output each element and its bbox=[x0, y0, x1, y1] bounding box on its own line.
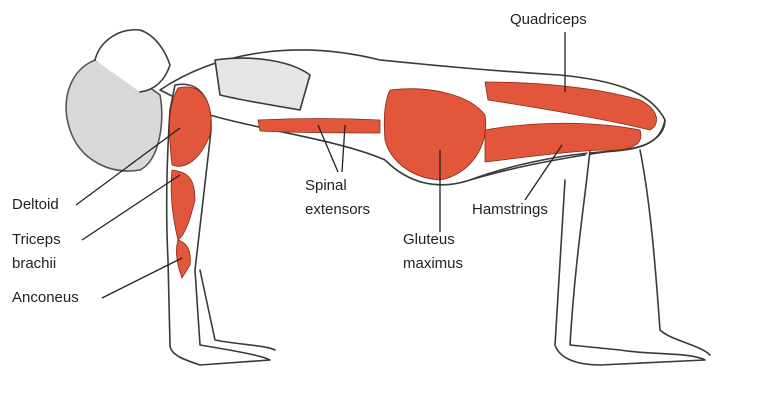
label-quadriceps: Quadriceps bbox=[510, 11, 587, 28]
label-line: Triceps bbox=[12, 231, 61, 248]
thigh bbox=[469, 119, 666, 181]
leader-spinal-1 bbox=[317, 124, 339, 173]
label-line: Gluteus bbox=[403, 231, 455, 248]
leg-right bbox=[639, 149, 711, 356]
leader-triceps bbox=[81, 174, 181, 241]
leader-lines bbox=[75, 32, 566, 299]
anconeus-muscle bbox=[175, 239, 191, 279]
hamstrings-muscle bbox=[484, 122, 642, 163]
label-deltoid: Deltoid bbox=[12, 196, 59, 213]
label-line: Spinal bbox=[305, 177, 347, 194]
leader-spinal-2 bbox=[341, 124, 346, 173]
label-triceps-brachii: Triceps brachii bbox=[12, 228, 61, 276]
deltoid-muscle bbox=[169, 86, 212, 167]
leg-left bbox=[554, 149, 706, 366]
label-line: brachii bbox=[12, 255, 57, 272]
label-line: maximus bbox=[403, 255, 464, 272]
label-anconeus: Anconeus bbox=[12, 289, 79, 306]
ribcage bbox=[214, 57, 311, 111]
triceps-muscle bbox=[170, 169, 196, 241]
label-hamstrings: Hamstrings bbox=[472, 201, 548, 218]
leader-anconeus bbox=[101, 257, 183, 299]
label-spinal-extensors: Spinal extensors bbox=[305, 174, 370, 222]
head bbox=[94, 29, 171, 93]
quadriceps-muscle bbox=[484, 81, 657, 131]
leader-hamstrings bbox=[524, 144, 563, 201]
gluteus-muscle bbox=[383, 88, 487, 181]
leader-deltoid bbox=[75, 127, 181, 206]
label-line: extensors bbox=[305, 201, 371, 218]
arm-2 bbox=[199, 269, 276, 351]
label-gluteus-maximus: Gluteus maximus bbox=[403, 228, 463, 276]
